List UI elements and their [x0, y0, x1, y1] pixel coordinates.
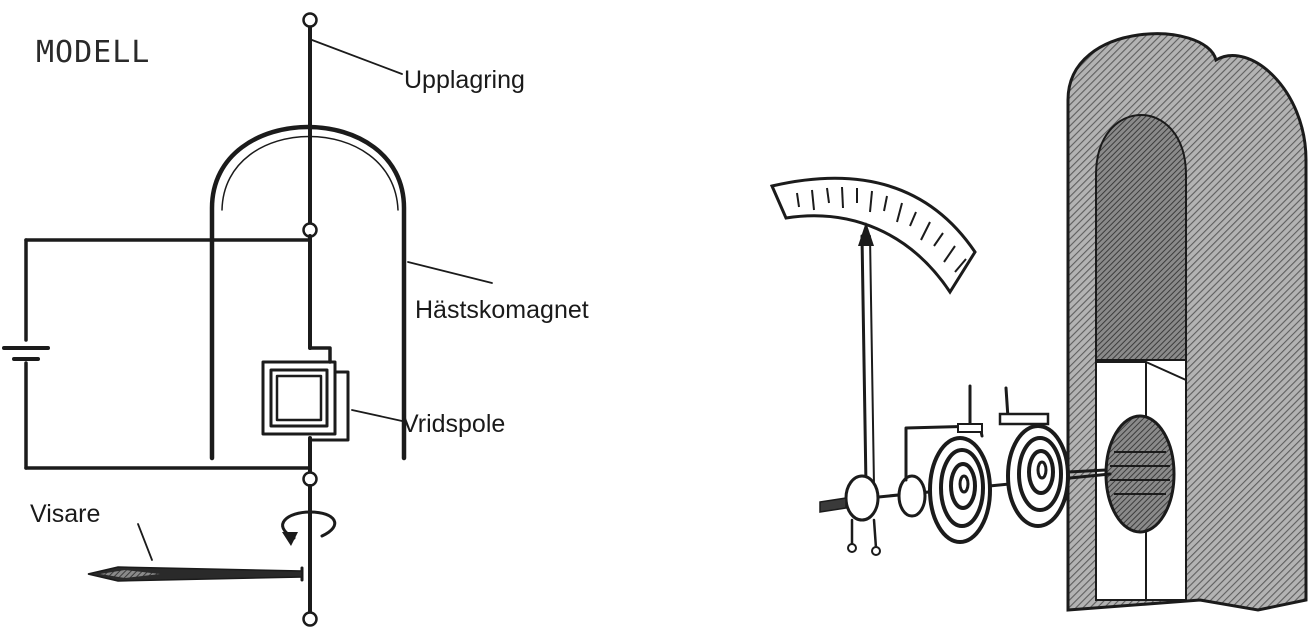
circuit-wire [24, 238, 312, 470]
label-hastskomagnet: Hästskomagnet [415, 296, 589, 324]
magnet-illustration [1066, 32, 1308, 612]
rotating-coil [261, 346, 350, 442]
bottom-bearing [302, 611, 318, 627]
horseshoe-magnet [209, 124, 407, 461]
meter-scale [769, 176, 977, 295]
label-visare: Visare [30, 500, 100, 528]
label-vridspole: Vridspole [402, 410, 505, 438]
rotation-arrow-icon [281, 510, 337, 546]
diagram-title: MODELL [36, 35, 150, 70]
lower-bearing [302, 471, 318, 487]
battery-icon [2, 346, 50, 361]
moving-system [819, 384, 1112, 556]
upper-bearing [302, 12, 318, 28]
spiral-spring-2 [1006, 424, 1070, 528]
iron-core [1104, 414, 1176, 534]
pointer-needle-3d [858, 222, 875, 488]
pointer-needle [87, 566, 304, 582]
spiral-spring-1 [928, 436, 992, 544]
leader-lines [137, 39, 493, 561]
label-upplagring: Upplagring [404, 66, 525, 94]
shaft [302, 12, 318, 627]
